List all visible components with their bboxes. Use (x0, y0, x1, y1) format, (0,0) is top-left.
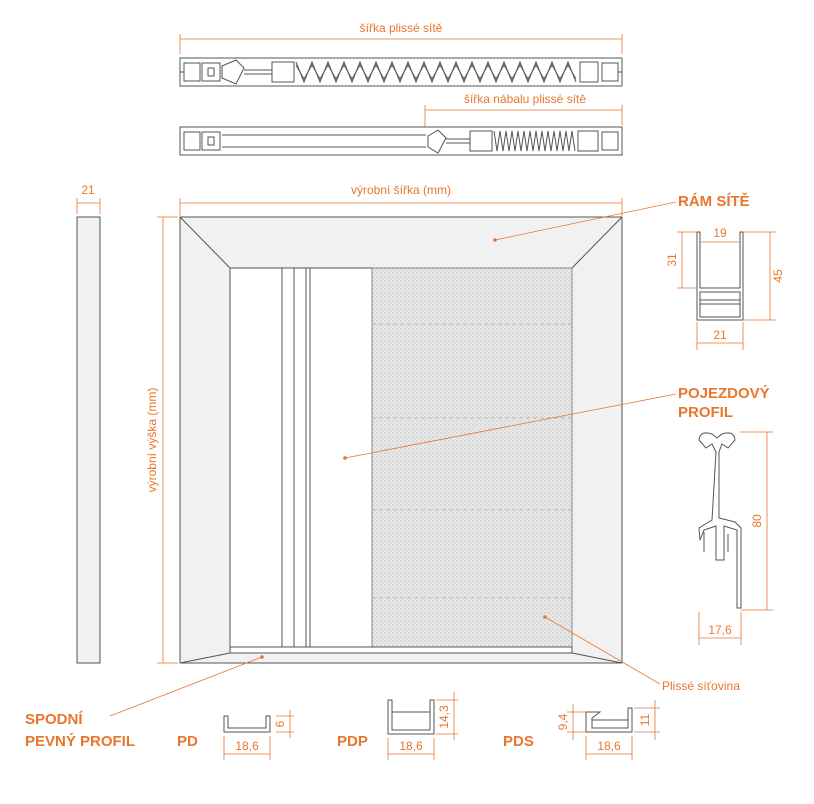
profile-pdp-height: 14,3 (437, 705, 451, 729)
sliding-width-label: 17,6 (708, 623, 732, 637)
profile-pd-height: 6 (273, 720, 287, 727)
front-width-dimension (179, 198, 623, 216)
sliding-profile-label-1: POJEZDOVÝ (678, 384, 770, 402)
profile-pdp-name: PDP (337, 733, 368, 750)
frame-height-right: 45 (771, 269, 785, 283)
profile-pdp-width: 18,6 (399, 739, 423, 753)
front-view: výrobní šířka (mm) výrobní výška (mm) (145, 183, 623, 664)
mesh-label: Plissé síťovina (662, 679, 740, 693)
frame-inner-width: 19 (713, 226, 727, 240)
pleat-width-dimension-line (424, 105, 623, 130)
profile-pds-name: PDS (503, 733, 534, 750)
callout-frame: RÁM SÍTĚ (493, 192, 750, 242)
callout-sliding-profile: POJEZDOVÝ PROFIL (343, 384, 770, 460)
profile-pds-width: 18,6 (597, 739, 621, 753)
width-dimension-line (179, 34, 623, 54)
frame-label: RÁM SÍTĚ (678, 192, 750, 210)
profile-pds-height-right: 11 (638, 713, 652, 726)
side-thickness-label: 21 (81, 183, 95, 197)
side-view: 21 (76, 183, 101, 664)
top-view-full-width: šířka plissé sítě (179, 21, 623, 87)
sliding-height-label: 80 (750, 514, 764, 528)
sliding-profile-detail: 80 17,6 (698, 431, 773, 645)
profile-pdp: PDP 14,3 18,6 (337, 692, 458, 760)
profile-pd-width: 18,6 (235, 739, 259, 753)
width-label: šířka plissé sítě (360, 21, 443, 35)
callout-mesh: Plissé síťovina (543, 615, 740, 693)
sliding-profile-label-2: PROFIL (678, 404, 733, 421)
bottom-profile-label-2: PEVNÝ PROFIL (25, 732, 135, 750)
callout-bottom-profile: SPODNÍ PEVNÝ PROFIL (25, 655, 264, 750)
frame-profile-detail: 19 31 45 21 (665, 226, 785, 350)
frame-bottom-width: 21 (713, 328, 727, 342)
top-view-pleat-package: šířka nábalu plissé sítě (179, 92, 623, 156)
pleat-width-label: šířka nábalu plissé sítě (464, 92, 586, 106)
front-height-label: výrobní výška (mm) (145, 388, 159, 493)
profile-pd-name: PD (177, 733, 198, 750)
profile-pd: PD 6 18,6 (177, 710, 294, 760)
profile-pds-height-left: 9,4 (556, 713, 570, 730)
front-width-label: výrobní šířka (mm) (351, 183, 451, 197)
frame-height-left: 31 (665, 253, 679, 267)
profile-pds: PDS 9,4 11 18,6 (503, 700, 660, 760)
front-height-dimension (157, 216, 178, 664)
bottom-profile-label-1: SPODNÍ (25, 711, 83, 728)
